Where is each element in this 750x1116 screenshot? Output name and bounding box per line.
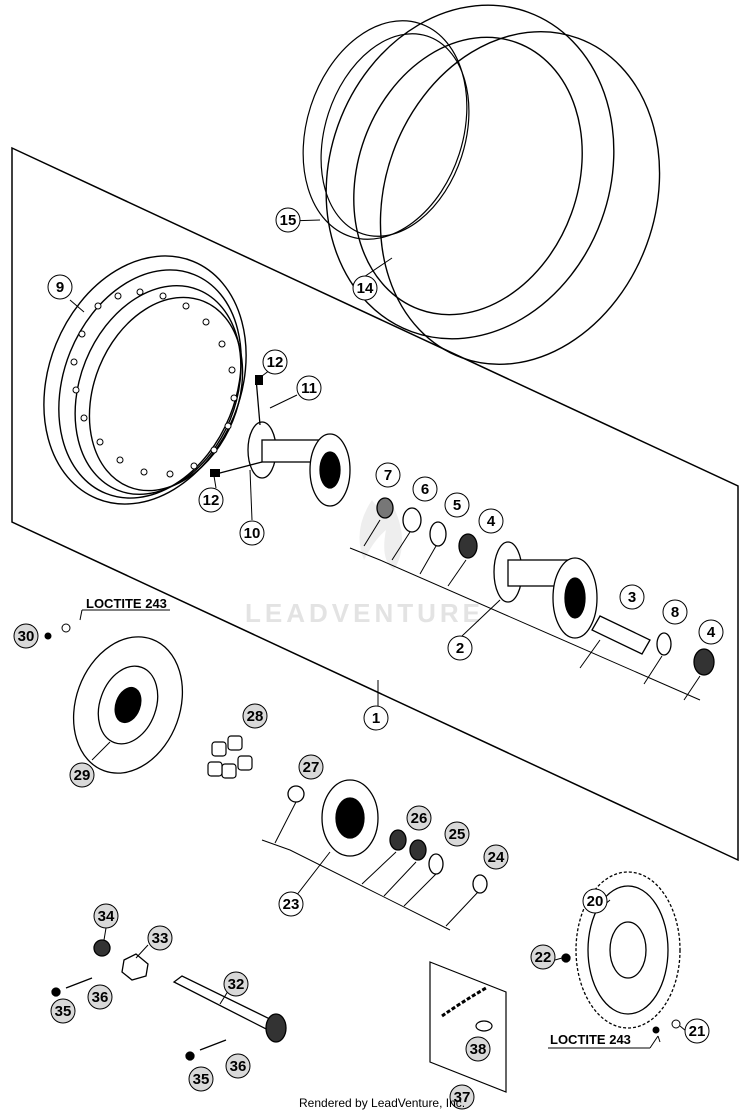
callout-33: 33 [147, 925, 173, 951]
valve-nut-upper [255, 375, 263, 385]
callout-35a: 35 [50, 998, 76, 1024]
callout-36b: 36 [225, 1053, 251, 1079]
svg-text:3: 3 [628, 589, 636, 606]
svg-text:30: 30 [18, 628, 35, 645]
callout-11: 11 [296, 375, 322, 401]
assembly-lines-lower [261, 801, 479, 931]
callout-30: 30 [13, 623, 39, 649]
svg-text:6: 6 [421, 481, 429, 498]
brake-disc [72, 636, 184, 774]
svg-text:15: 15 [280, 212, 297, 229]
callout-1: 1 [363, 705, 389, 731]
callout-5: 5 [444, 492, 470, 518]
wheel-rim [43, 255, 247, 505]
svg-text:23: 23 [283, 896, 300, 913]
hub-on-rim [215, 377, 351, 507]
svg-text:5: 5 [453, 497, 461, 514]
svg-text:35: 35 [193, 1071, 210, 1088]
svg-text:25: 25 [449, 826, 466, 843]
bolt-30 [44, 623, 71, 640]
callout-21: 21 [684, 1018, 710, 1044]
rear-axle [51, 939, 287, 1061]
tire [325, 4, 661, 365]
svg-text:38: 38 [470, 1041, 487, 1058]
callout-37: 37 [449, 1084, 475, 1110]
callout-4b: 4 [698, 619, 724, 645]
svg-text:7: 7 [384, 467, 392, 484]
svg-text:28: 28 [247, 708, 264, 725]
svg-text:36: 36 [92, 989, 109, 1006]
svg-text:29: 29 [74, 767, 91, 784]
callout-9: 9 [47, 274, 73, 300]
callout-32: 32 [223, 971, 249, 997]
callout-28: 28 [242, 703, 268, 729]
svg-text:20: 20 [587, 893, 604, 910]
callout-27: 27 [298, 754, 324, 780]
svg-text:12: 12 [203, 492, 220, 509]
callout-7: 7 [375, 462, 401, 488]
loctite-note-right: LOCTITE 243 [550, 1032, 631, 1047]
assembly-frame [11, 146, 739, 862]
callout-25: 25 [444, 821, 470, 847]
callout-38: 38 [465, 1036, 491, 1062]
svg-text:4: 4 [707, 624, 716, 641]
svg-text:34: 34 [98, 908, 115, 925]
callout-35b: 35 [188, 1066, 214, 1092]
rim-spoke-holes [70, 288, 238, 478]
callout-24: 24 [483, 844, 509, 870]
callout-4a: 4 [478, 508, 504, 534]
footer-credit: Rendered by LeadVenture, Inc. [299, 1096, 465, 1110]
callout-14: 14 [352, 275, 378, 301]
svg-text:11: 11 [301, 380, 317, 397]
svg-text:9: 9 [56, 279, 64, 296]
svg-text:36: 36 [230, 1058, 247, 1075]
svg-text:2: 2 [456, 640, 464, 657]
callout-6: 6 [412, 476, 438, 502]
rear-sprocket [561, 871, 681, 1029]
watermark-text: LEADVENTURE [245, 598, 484, 628]
callout-29: 29 [69, 762, 95, 788]
svg-text:12: 12 [267, 354, 284, 371]
sprocket-carrier [287, 779, 488, 894]
callout-3: 3 [619, 584, 645, 610]
callout-10: 10 [239, 520, 265, 546]
watermark: LEADVENTURE [245, 500, 484, 628]
svg-text:37: 37 [454, 1089, 471, 1106]
svg-text:8: 8 [671, 604, 679, 621]
rear-hub [493, 541, 598, 639]
callout-8: 8 [662, 599, 688, 625]
callout-26: 26 [406, 805, 432, 831]
svg-text:26: 26 [411, 810, 428, 827]
svg-text:1: 1 [372, 710, 380, 727]
callout-23: 23 [278, 891, 304, 917]
callout-20: 20 [582, 888, 608, 914]
rim-tape [302, 20, 470, 240]
bolt-21 [652, 1019, 681, 1034]
drive-chain [429, 961, 507, 1098]
svg-text:24: 24 [488, 849, 505, 866]
cush-drive-dampers [207, 735, 253, 779]
callout-12b: 12 [198, 487, 224, 513]
callout-22: 22 [530, 944, 556, 970]
svg-text:21: 21 [689, 1023, 706, 1040]
callout-12a: 12 [262, 349, 288, 375]
svg-text:33: 33 [152, 930, 169, 947]
callout-36a: 36 [87, 984, 113, 1010]
svg-text:14: 14 [357, 280, 374, 297]
svg-text:10: 10 [244, 525, 261, 542]
callouts: 1 2 3 4 4 5 6 7 8 9 10 11 12 12 14 15 20… [13, 207, 724, 1110]
svg-text:4: 4 [487, 513, 496, 530]
loctite-note-left: LOCTITE 243 [86, 596, 167, 611]
small-parts-upper [376, 497, 715, 676]
svg-text:35: 35 [55, 1003, 72, 1020]
valve-nut-lower [210, 469, 220, 477]
svg-text:27: 27 [303, 759, 320, 776]
assembly-lines-upper [349, 519, 701, 706]
callout-2: 2 [447, 635, 473, 661]
svg-text:22: 22 [535, 949, 552, 966]
callout-15: 15 [275, 207, 301, 233]
svg-text:32: 32 [228, 976, 245, 993]
callout-34: 34 [93, 903, 119, 929]
